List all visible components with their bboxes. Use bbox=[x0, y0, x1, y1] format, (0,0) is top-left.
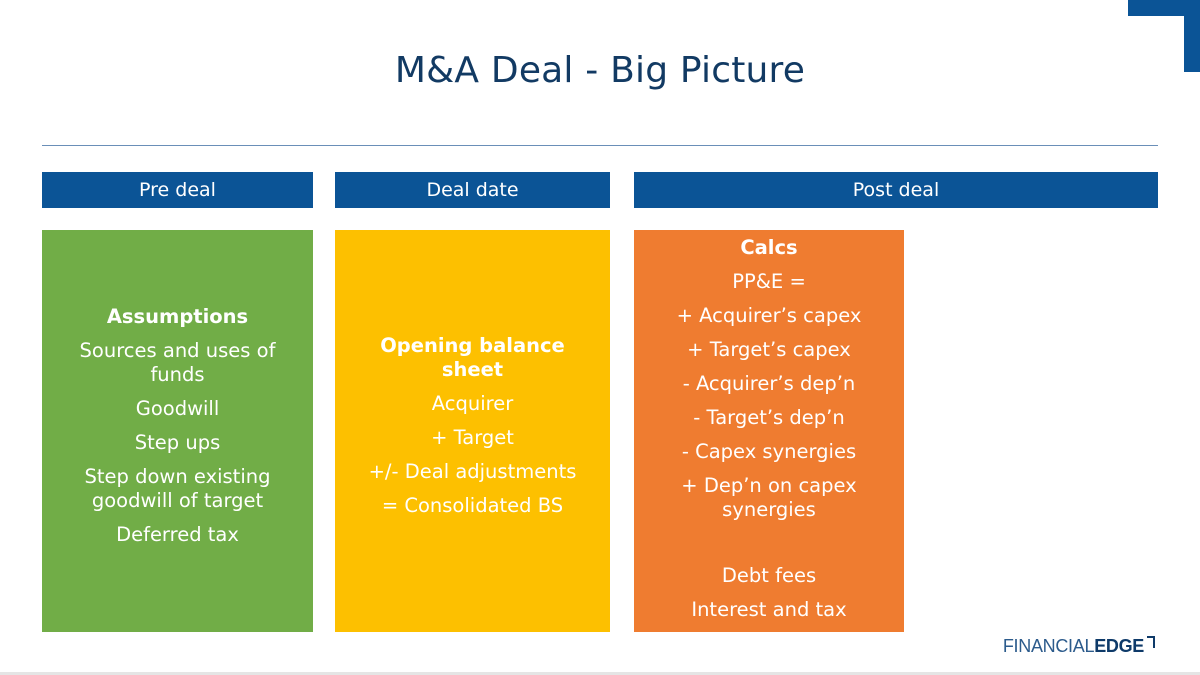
header-deal-date: Deal date bbox=[335, 172, 610, 208]
corner-decoration bbox=[1128, 0, 1200, 72]
slide-title: M&A Deal - Big Picture bbox=[394, 50, 806, 91]
list-item: - Acquirer’s dep’n bbox=[682, 372, 856, 395]
list-item: PP&E = bbox=[732, 270, 806, 293]
header-pre-deal: Pre deal bbox=[42, 172, 313, 208]
list-item: + Dep’n on capex synergies bbox=[681, 474, 857, 521]
list-item: +/- Deal adjustments bbox=[368, 460, 577, 483]
logo-text-edge: EDGE bbox=[1094, 635, 1144, 656]
list-item: Sources and uses of funds bbox=[79, 339, 276, 386]
opening-balance-sheet-heading: Opening balance sheet bbox=[380, 334, 565, 381]
list-item: + Target’s capex bbox=[687, 338, 851, 361]
header-post-deal: Post deal bbox=[634, 172, 1158, 208]
list-item: Goodwill bbox=[135, 397, 220, 420]
logo-bracket-icon bbox=[1147, 636, 1155, 648]
logo-text-financial: FINANCIAL bbox=[1002, 635, 1095, 656]
list-item: = Consolidated BS bbox=[381, 494, 564, 517]
list-item: - Target’s dep’n bbox=[693, 406, 845, 429]
deal-date-box: Opening balance sheet Acquirer + Target … bbox=[335, 230, 610, 632]
list-item: Acquirer bbox=[431, 392, 514, 415]
calcs-heading: Calcs bbox=[740, 236, 798, 259]
post-deal-box: Calcs PP&E = + Acquirer’s capex + Target… bbox=[634, 230, 904, 632]
list-item: + Acquirer’s capex bbox=[676, 304, 862, 327]
assumptions-heading: Assumptions bbox=[106, 305, 249, 328]
pre-deal-box: Assumptions Sources and uses of funds Go… bbox=[42, 230, 313, 632]
list-item: Deferred tax bbox=[116, 523, 239, 546]
list-item: - Capex synergies bbox=[681, 440, 857, 463]
footer-divider bbox=[0, 672, 1200, 675]
list-item: Step ups bbox=[134, 431, 221, 454]
list-item: Interest and tax bbox=[691, 598, 847, 621]
list-item: Step down existing goodwill of target bbox=[84, 465, 271, 512]
list-item: + Target bbox=[431, 426, 514, 449]
title-divider bbox=[42, 145, 1158, 146]
list-item: Debt fees bbox=[721, 564, 817, 587]
